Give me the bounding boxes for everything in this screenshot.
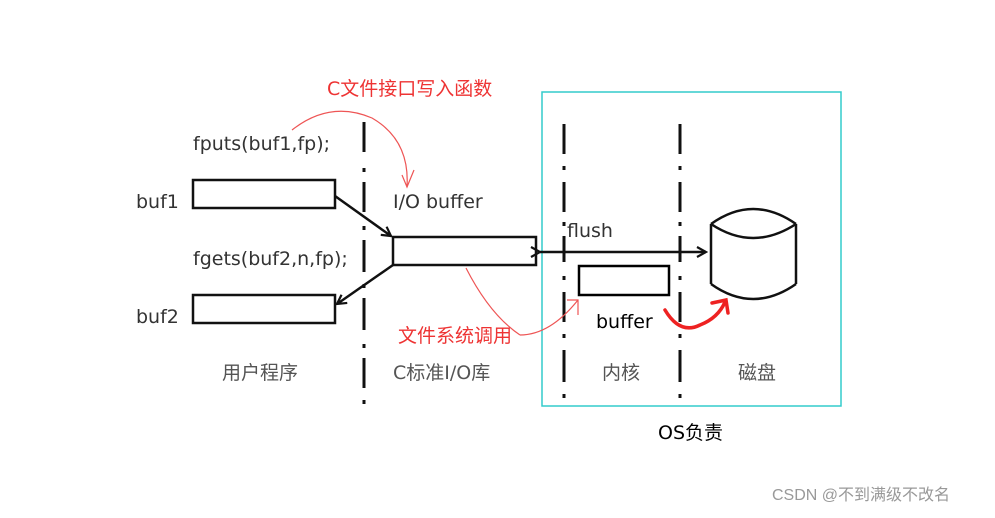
write-function-annotation: C文件接口写入函数: [327, 78, 493, 100]
os-responsibility-label: OS负责: [658, 422, 724, 444]
fputs-label: fputs(buf1,fp);: [193, 133, 331, 155]
io-buffer-box: [391, 235, 538, 267]
zone-kernel: 内核: [602, 362, 641, 384]
annotation-syscall-curve: [465, 267, 579, 336]
watermark: CSDN @不到满级不改名: [772, 487, 951, 504]
arrow-buf1-to-io-buffer: [334, 194, 391, 236]
zone-disk: 磁盘: [738, 362, 777, 384]
buf2-label: buf2: [136, 306, 179, 328]
zone-user-program: 用户程序: [222, 362, 299, 384]
zone-stdio-library: C标准I/O库: [393, 362, 491, 384]
flush-label: flush: [567, 220, 613, 242]
annotation-write-curve: [291, 110, 415, 189]
disk-icon: [709, 207, 798, 301]
arrow-io-buffer-to-buf2: [337, 263, 394, 304]
buf2-box: [191, 293, 337, 325]
kernel-buffer-box: [577, 264, 671, 297]
fgets-label: fgets(buf2,n,fp);: [193, 248, 348, 270]
buf1-label: buf1: [136, 191, 179, 213]
syscall-annotation: 文件系统调用: [398, 325, 513, 347]
annotation-to-disk-arrow: [663, 297, 730, 330]
io-buffer-label: I/O buffer: [393, 191, 483, 213]
buf1-box: [191, 178, 337, 210]
kernel-buffer-label: buffer: [596, 311, 653, 333]
